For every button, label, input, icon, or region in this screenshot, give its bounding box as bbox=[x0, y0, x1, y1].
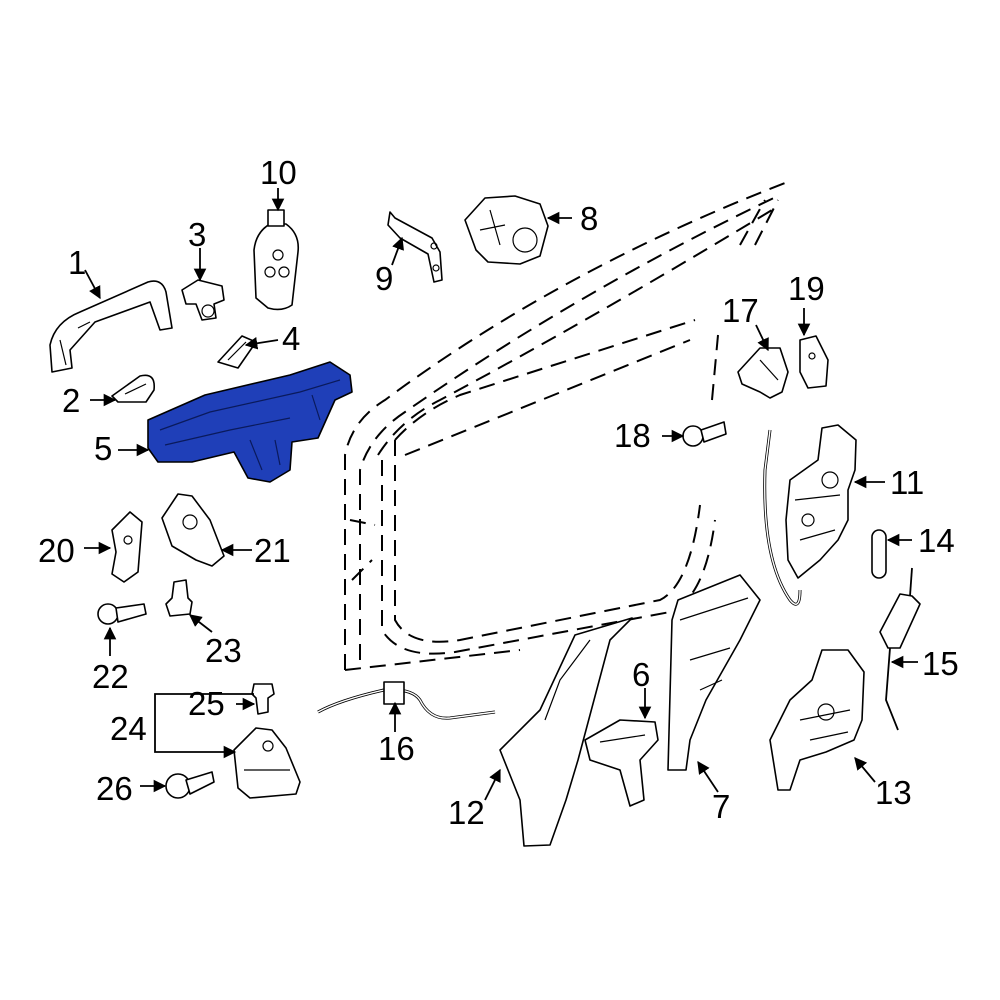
part-20-hinge-plate bbox=[111, 511, 143, 583]
label-25: 25 bbox=[188, 685, 225, 722]
part-16-cable bbox=[317, 681, 496, 720]
part-number-labels: 1 2 3 4 5 6 7 8 9 10 11 12 13 14 15 16 1… bbox=[38, 154, 959, 831]
label-11: 11 bbox=[890, 464, 924, 501]
label-14: 14 bbox=[918, 522, 955, 559]
label-10: 10 bbox=[260, 154, 297, 191]
part-9-bracket-strip bbox=[387, 211, 443, 283]
part-24-latch bbox=[233, 727, 301, 799]
label-26: 26 bbox=[96, 770, 133, 807]
part-4-bracket bbox=[217, 335, 257, 369]
label-23: 23 bbox=[205, 632, 242, 669]
part-25-clip bbox=[251, 683, 275, 715]
part-11-latch-assembly bbox=[763, 424, 857, 606]
part-1-outer-handle bbox=[49, 280, 173, 373]
label-20: 20 bbox=[38, 532, 75, 569]
label-2: 2 bbox=[62, 382, 80, 419]
part-7-panel bbox=[667, 574, 761, 771]
part-10-key-fob bbox=[253, 209, 300, 311]
label-9: 9 bbox=[375, 260, 393, 297]
label-16: 16 bbox=[378, 730, 415, 767]
label-6: 6 bbox=[632, 656, 650, 693]
part-5-handle-carrier-highlighted bbox=[147, 361, 353, 483]
part-2-handle-cap bbox=[111, 374, 156, 403]
label-21: 21 bbox=[254, 532, 291, 569]
part-23-bolt bbox=[165, 579, 193, 617]
part-13-door-lock bbox=[769, 649, 865, 791]
label-13: 13 bbox=[875, 774, 912, 811]
label-12: 12 bbox=[448, 794, 485, 831]
label-5: 5 bbox=[94, 430, 112, 467]
label-8: 8 bbox=[580, 200, 598, 237]
part-3-lock-cylinder bbox=[181, 279, 225, 321]
label-15: 15 bbox=[922, 645, 959, 682]
part-19-bracket bbox=[799, 335, 829, 389]
label-1: 1 bbox=[68, 244, 86, 281]
label-19: 19 bbox=[788, 270, 825, 307]
part-6-bracket bbox=[584, 719, 659, 807]
part-14-bumper bbox=[871, 529, 887, 579]
part-17-striker bbox=[737, 347, 789, 399]
label-24: 24 bbox=[110, 710, 147, 747]
part-26-screw bbox=[165, 771, 215, 799]
part-18-screw bbox=[682, 421, 727, 447]
part-8-lock-actuator bbox=[464, 195, 549, 265]
part-22-screw bbox=[97, 603, 147, 625]
part-21-door-check bbox=[161, 493, 225, 567]
label-22: 22 bbox=[92, 658, 129, 695]
label-7: 7 bbox=[712, 788, 730, 825]
leader-lines bbox=[84, 188, 918, 801]
label-17: 17 bbox=[722, 292, 759, 329]
label-18: 18 bbox=[614, 417, 651, 454]
door-frame-outline bbox=[344, 182, 786, 671]
label-3: 3 bbox=[188, 216, 206, 253]
label-4: 4 bbox=[282, 320, 300, 357]
part-12-trim-panel bbox=[499, 617, 633, 847]
part-15-actuator-rod bbox=[879, 567, 921, 731]
